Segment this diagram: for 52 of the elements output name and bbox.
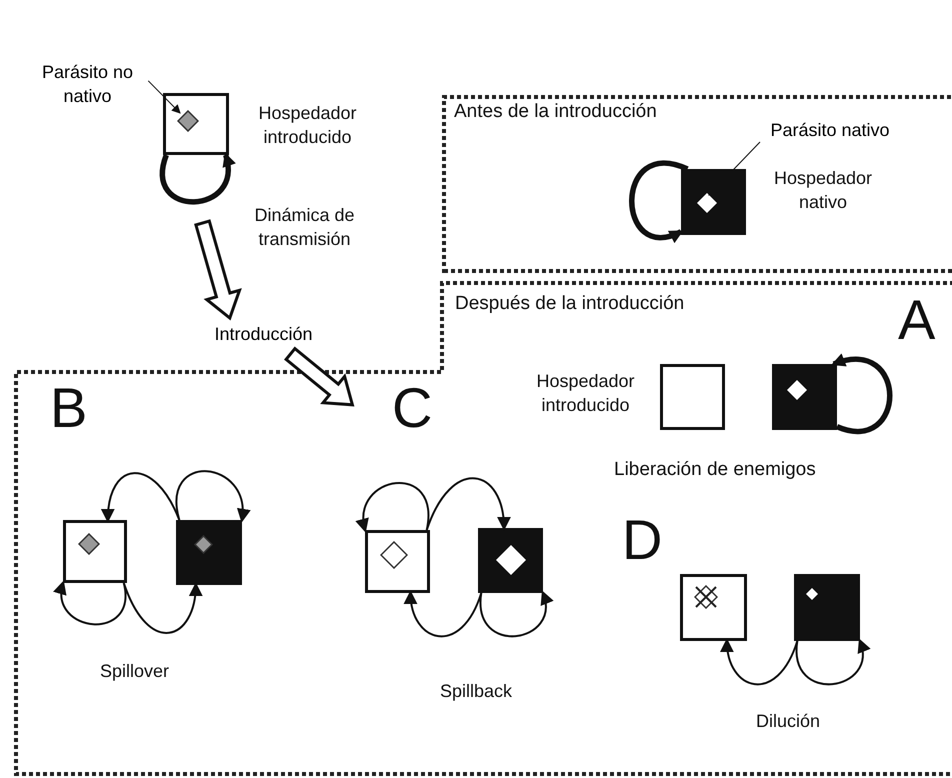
scenario-caption: Spillback [440,682,512,700]
diamond-symbol [177,110,199,132]
curved-arrow [404,590,482,638]
loop-arrow [796,638,870,686]
dashed-panel [442,95,952,273]
diamond-symbol [194,535,213,554]
leader-line [708,142,760,196]
text-label: Parásito nativo [760,118,900,148]
panel-title: Después de la introducción [455,293,684,315]
hollow-arrow [194,219,242,320]
curved-arrow [102,472,180,523]
scenario-caption: Liberación de enemigos [614,460,816,479]
host-square [680,574,747,641]
edge-label: Dinámica de transmisión [253,204,356,251]
diamond-symbol [786,379,808,401]
curved-arrow [122,582,202,634]
loop-arrow [831,354,892,434]
diamond-symbol [78,533,100,555]
dashed-panel [14,281,952,776]
host-square [772,364,837,430]
diamond-symbol [696,192,718,214]
diamond-symbol [380,541,408,569]
panel-letter: D [622,512,662,568]
loop-arrow [54,580,126,626]
host-caption: Hospedador introducido [535,370,636,417]
curved-arrow [426,477,510,531]
panel-title: Antes de la introducción [454,101,657,123]
host-square [63,520,127,583]
panel-letter: B [50,380,88,436]
host-caption: Hospedador nativo [772,167,874,214]
scenario-caption: Spillover [100,662,170,680]
diamond-symbol [495,544,527,576]
loop-arrow [480,590,552,638]
host-square [176,520,242,585]
host-square [478,528,543,593]
loop-arrow [629,160,688,242]
loop-arrow [356,482,430,533]
crossed-diamond-symbol [694,585,718,609]
panel-letter: A [898,292,936,348]
loop-arrow [176,470,250,523]
leader-line [148,80,181,114]
text-label: Parásito no nativo [20,60,155,112]
loop-arrow [160,152,235,205]
host-square [794,574,860,641]
diamond-symbol [805,587,819,601]
text-label: Introducción [196,322,331,350]
hollow-arrow [284,346,354,406]
panel-letter: C [392,380,432,436]
curved-arrow [720,638,798,686]
host-caption: Hospedador introducido [257,102,358,149]
scenario-caption: Dilución [756,712,820,730]
host-square [365,530,430,593]
